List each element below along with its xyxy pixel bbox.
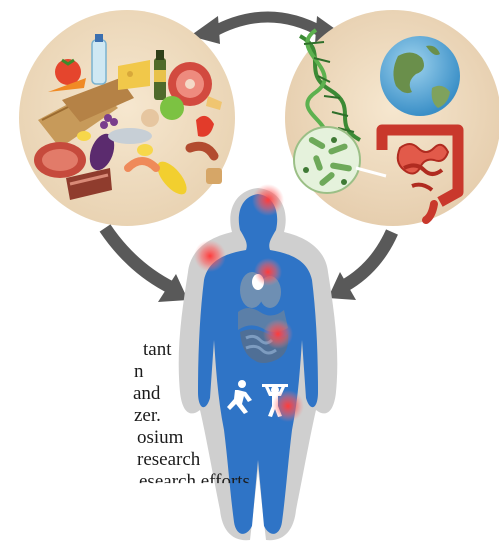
globe-icon: [380, 36, 460, 116]
hotspot-abdomen: [263, 319, 293, 349]
genes-environment-circle-panel: [285, 10, 499, 226]
hotspot-shoulder: [194, 240, 226, 272]
hotspot-chest: [254, 258, 282, 286]
left-down-arrow: [105, 228, 188, 302]
microbes-icon: [294, 127, 360, 193]
hotspot-hip: [272, 390, 304, 422]
right-down-arrow: [328, 232, 392, 300]
human-body-silhouette: [179, 184, 338, 540]
food-circle-panel: [19, 10, 235, 226]
hotspot-head: [252, 184, 284, 216]
